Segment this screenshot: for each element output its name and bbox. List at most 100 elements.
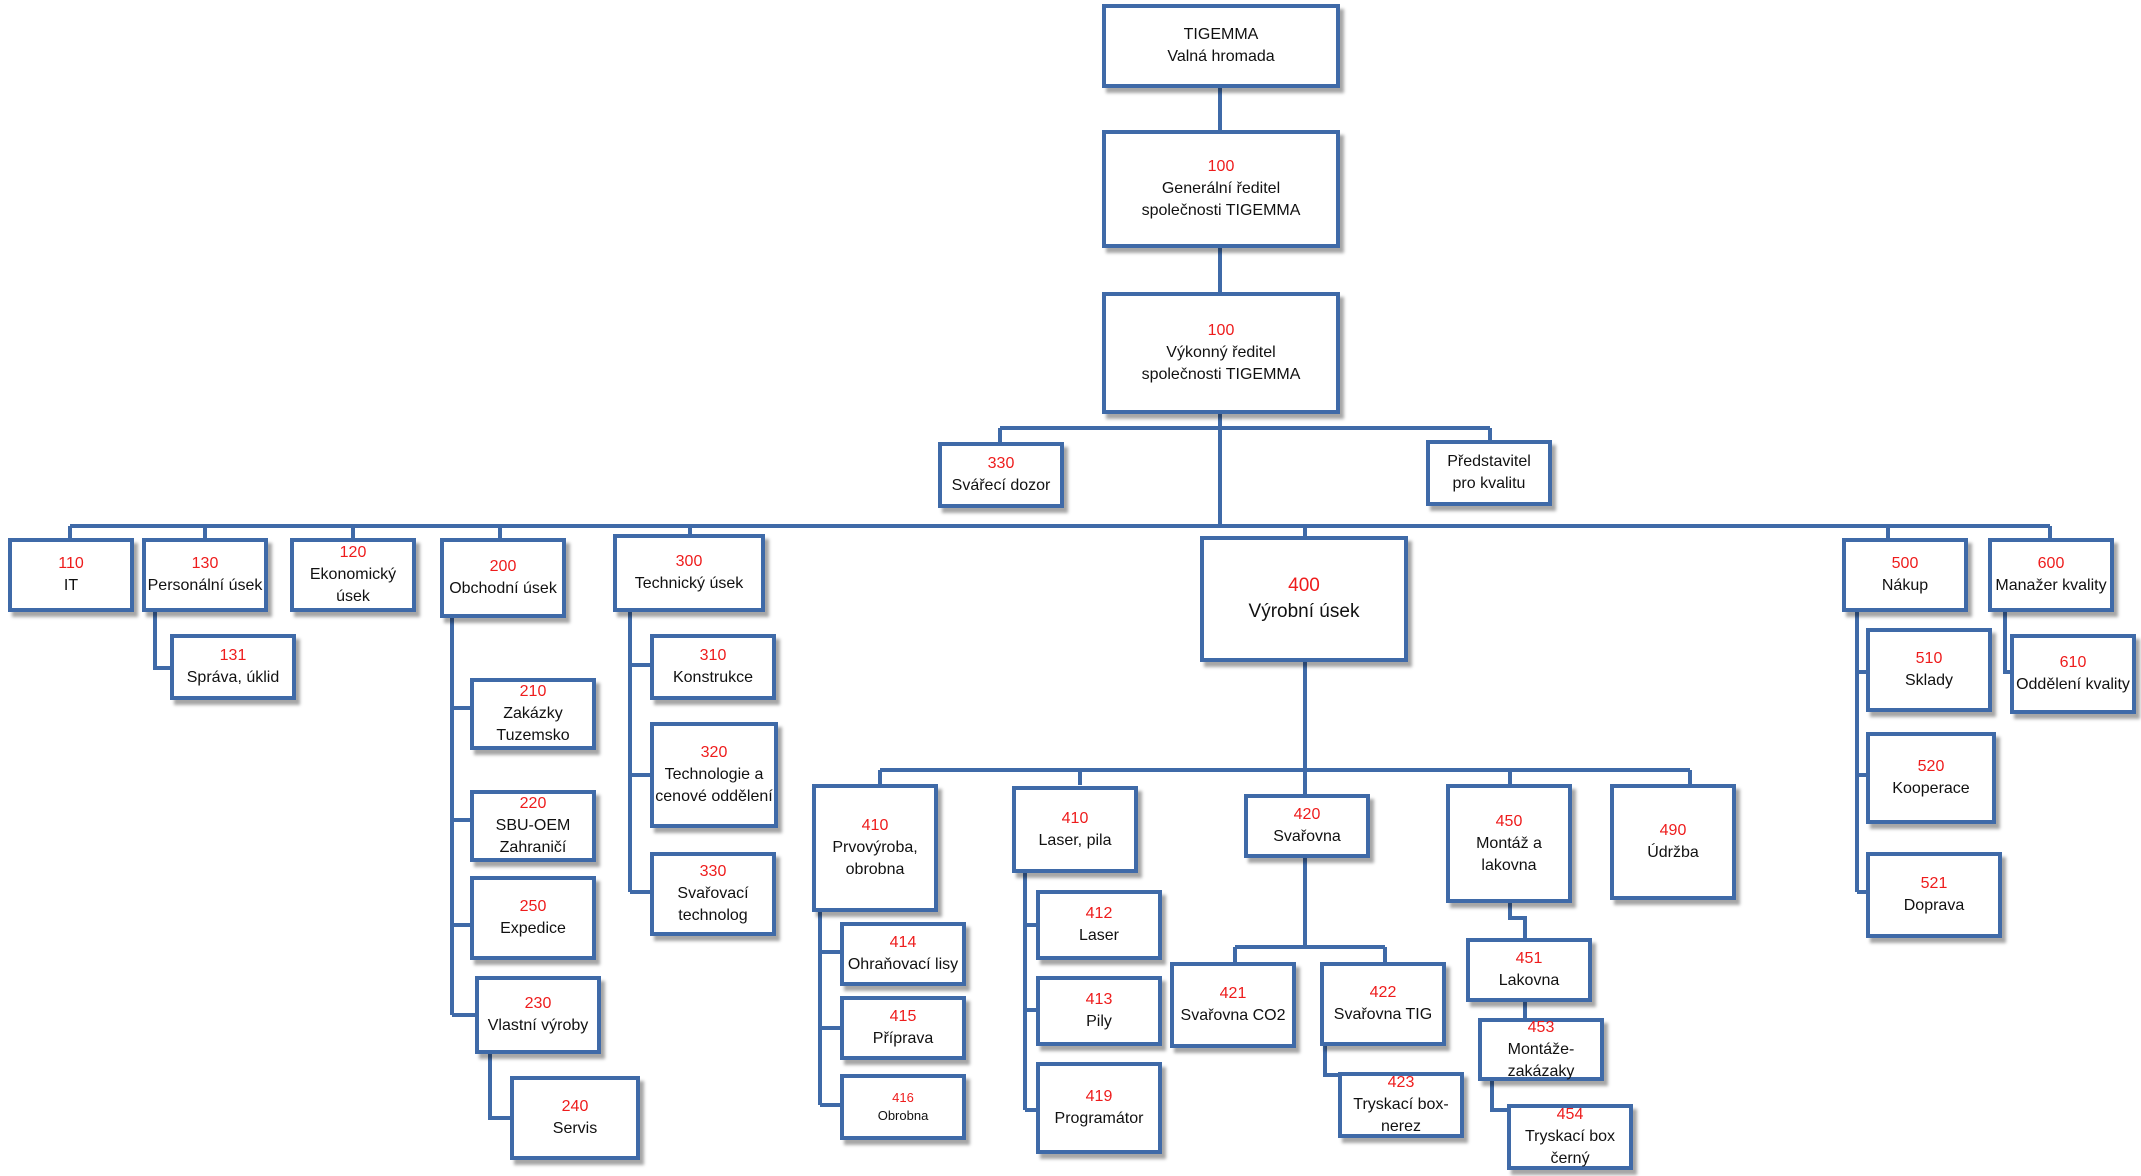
- node-500-purchasing: 500 Nákup: [1842, 538, 1968, 612]
- node-423-blasting-stainless: 423 Tryskací box-nerez: [1338, 1072, 1464, 1138]
- node-400-production: 400 Výrobní úsek: [1200, 536, 1408, 662]
- node-310-design: 310 Konstrukce: [650, 634, 776, 700]
- node-label: Výrobní úsek: [1248, 601, 1360, 622]
- node-130-hr: 130 Personální úsek: [142, 538, 268, 612]
- node-code: 521: [1920, 875, 1948, 892]
- node-code: 453: [1527, 1018, 1555, 1036]
- node-240-service: 240 Servis: [510, 1076, 640, 1160]
- node-code: 130: [191, 555, 219, 572]
- node-label: Příprava: [872, 1030, 934, 1047]
- node-code: 412: [1085, 905, 1113, 922]
- node-code: 320: [700, 744, 728, 761]
- node-250-dispatch: 250 Expedice: [470, 876, 596, 960]
- node-general-director: 100 Generální ředitel společnosti TIGEMM…: [1102, 130, 1340, 248]
- node-code: 110: [58, 555, 84, 572]
- node-label: Lakovna: [1498, 972, 1560, 989]
- node-code: 400: [1288, 575, 1320, 596]
- node-521-transport: 521 Doprava: [1866, 852, 2002, 938]
- node-label: Svařovna TIG: [1333, 1006, 1433, 1023]
- node-code: 415: [889, 1008, 917, 1025]
- node-330-welding-technologist: 330 Svařovací technolog: [650, 852, 776, 936]
- node-label: Sklady: [1904, 672, 1954, 689]
- node-code: 300: [675, 553, 703, 570]
- node-code: 410: [1061, 809, 1089, 827]
- node-220-sbu-oem: 220 SBU-OEM Zahraničí: [470, 790, 596, 862]
- node-330-welding-supervision: 330 Svářecí dozor: [938, 442, 1064, 508]
- node-code: 420: [1293, 806, 1321, 823]
- node-label: Montáže- zakázaky: [1507, 1040, 1575, 1080]
- node-label: Výkonný ředitel společnosti TIGEMMA: [1141, 344, 1301, 383]
- node-quality-representative: Představitel pro kvalitu: [1426, 440, 1552, 506]
- node-code: 240: [561, 1098, 589, 1115]
- node-415-preparation: 415 Příprava: [840, 996, 966, 1060]
- node-320-technology-pricing: 320 Technologie a cenové oddělení: [650, 722, 778, 828]
- node-code: 510: [1915, 650, 1943, 667]
- node-label: Laser: [1078, 927, 1120, 944]
- node-label: Konstrukce: [672, 669, 754, 686]
- node-label: Generální ředitel společnosti TIGEMMA: [1141, 180, 1301, 219]
- node-code: 250: [519, 898, 547, 915]
- node-code: 451: [1515, 950, 1543, 967]
- node-code: 120: [339, 544, 367, 561]
- node-label: Tryskací box černý: [1524, 1128, 1616, 1167]
- node-label: Doprava: [1903, 897, 1965, 914]
- node-410-laser-saw: 410 Laser, pila: [1012, 786, 1138, 873]
- node-230-own-production: 230 Vlastní výroby: [475, 976, 601, 1054]
- node-code: 413: [1085, 991, 1113, 1008]
- node-label: Obchodní úsek: [449, 580, 557, 597]
- node-code: 220: [519, 795, 547, 812]
- node-600-quality-manager: 600 Manažer kvality: [1988, 538, 2114, 612]
- node-general-meeting: TIGEMMA Valná hromada: [1102, 4, 1340, 88]
- node-label: Pily: [1086, 1013, 1112, 1030]
- node-code: 330: [699, 863, 727, 880]
- node-label: Svařovna: [1273, 828, 1341, 845]
- node-label: Tryskací box-nerez: [1353, 1096, 1449, 1135]
- node-code: 520: [1917, 758, 1945, 775]
- node-label: Technologie a cenové oddělení: [655, 766, 773, 805]
- node-code: 210: [519, 683, 547, 700]
- node-label: Obrobna: [877, 1108, 929, 1123]
- node-510-warehouses: 510 Sklady: [1866, 628, 1992, 712]
- node-code: 450: [1495, 812, 1523, 830]
- node-490-maintenance: 490 Údržba: [1610, 784, 1736, 900]
- node-label: Oddělení kvality: [2016, 676, 2130, 693]
- node-label: Svařovací technolog: [677, 885, 749, 924]
- node-code: 422: [1369, 984, 1397, 1001]
- node-label: Kooperace: [1892, 780, 1970, 797]
- node-label: Nákup: [1881, 577, 1929, 594]
- node-code: 423: [1387, 1074, 1415, 1091]
- node-executive-director: 100 Výkonný ředitel společnosti TIGEMMA: [1102, 292, 1340, 414]
- node-label: TIGEMMA Valná hromada: [1167, 26, 1275, 65]
- node-code: 230: [524, 995, 552, 1012]
- node-label: Personální úsek: [147, 577, 263, 594]
- node-code: 100: [1207, 322, 1235, 339]
- node-420-welding-shop: 420 Svařovna: [1244, 794, 1370, 858]
- node-code: 454: [1556, 1106, 1584, 1123]
- node-520-cooperation: 520 Kooperace: [1866, 732, 1996, 824]
- node-label: Programátor: [1054, 1110, 1144, 1127]
- node-label: Montáž a lakovna: [1476, 834, 1542, 874]
- node-414-press-brakes: 414 Ohraňovací lisy: [840, 922, 966, 986]
- node-label: Ohraňovací lisy: [847, 956, 959, 973]
- node-code: 310: [699, 647, 727, 664]
- node-110-it: 110 IT: [8, 538, 134, 612]
- node-label: Vlastní výroby: [487, 1017, 589, 1034]
- node-421-co2-welding: 421 Svařovna CO2: [1170, 962, 1296, 1048]
- node-code: 416: [892, 1090, 914, 1105]
- node-453-assembly-orders: 453 Montáže- zakázaky: [1478, 1018, 1604, 1081]
- node-label: Servis: [552, 1120, 598, 1137]
- node-label: Prvovýroba, obrobna: [832, 839, 918, 878]
- node-code: 330: [987, 455, 1015, 472]
- node-412-laser: 412 Laser: [1036, 890, 1162, 960]
- node-200-sales: 200 Obchodní úsek: [440, 538, 566, 618]
- node-610-quality-department: 610 Oddělení kvality: [2010, 634, 2136, 714]
- node-450-assembly-painting: 450 Montáž a lakovna: [1446, 784, 1572, 903]
- node-label: Svařovna CO2: [1180, 1007, 1286, 1024]
- node-code: 490: [1659, 822, 1687, 839]
- node-419-programmer: 419 Programátor: [1036, 1062, 1162, 1154]
- node-label: Expedice: [500, 920, 566, 937]
- node-code: 500: [1891, 555, 1919, 572]
- node-label: Technický úsek: [634, 575, 744, 592]
- node-300-technical: 300 Technický úsek: [613, 534, 765, 612]
